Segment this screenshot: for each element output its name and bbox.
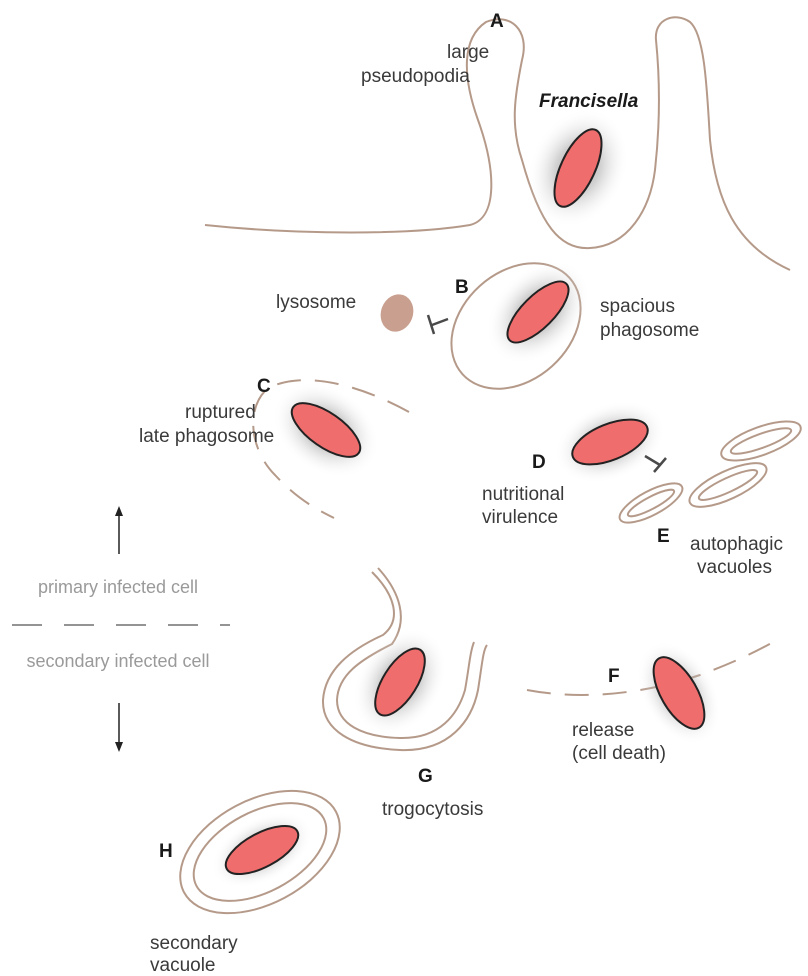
inhibition-marker-b: [428, 315, 448, 334]
stage-letter-c: C: [257, 376, 271, 397]
stage-letter-g: G: [418, 766, 433, 787]
inhibition-marker-d: [645, 456, 666, 472]
arrow-down-icon: [115, 742, 123, 752]
label-secondary-infected-cell: secondary infected cell: [26, 651, 209, 671]
pseudopodia-membrane: [205, 17, 790, 270]
label-large: large: [447, 42, 489, 63]
label-secondary: secondary: [150, 933, 238, 954]
label-lysosome: lysosome: [276, 292, 356, 313]
stage-letter-a: A: [490, 11, 504, 32]
stage-letter-f: F: [608, 666, 620, 687]
stage-b: B lysosome spacious phagosome: [276, 238, 699, 415]
stage-g: G trogocytosis: [323, 568, 487, 820]
label-primary-infected-cell: primary infected cell: [38, 577, 198, 597]
autophagic-vacuole-1: [717, 413, 806, 468]
lysosome: [375, 290, 418, 337]
label-pseudopodia: pseudopodia: [361, 66, 470, 87]
label-spacious: spacious: [600, 296, 675, 317]
stage-c: C ruptured late phagosome: [139, 362, 409, 518]
label-nutritional: nutritional: [482, 484, 564, 505]
label-virulence: virulence: [482, 507, 558, 528]
label-phagosome: phagosome: [600, 320, 699, 341]
stage-letter-b: B: [455, 277, 469, 298]
stage-f: F release (cell death): [527, 627, 780, 764]
stage-d: D nutritional virulence: [482, 385, 678, 528]
label-ruptured: ruptured: [185, 402, 256, 423]
stage-a: A large pseudopodia Francisella: [205, 11, 790, 270]
stage-letter-e: E: [657, 526, 670, 547]
label-late-phagosome: late phagosome: [139, 426, 274, 447]
label-vacuoles: vacuoles: [697, 557, 772, 578]
label-francisella: Francisella: [539, 91, 639, 112]
label-vacuole: vacuole: [150, 955, 216, 976]
autophagic-vacuole-2: [684, 455, 772, 516]
label-trogocytosis: trogocytosis: [382, 799, 483, 820]
arrow-up-icon: [115, 506, 123, 516]
stage-letter-h: H: [159, 841, 173, 862]
stage-h: H secondary vacuole: [150, 766, 360, 976]
label-release: release: [572, 720, 634, 741]
label-cell-death: (cell death): [572, 743, 666, 764]
autophagic-vacuole-3: [614, 476, 687, 530]
stage-letter-d: D: [532, 452, 546, 473]
cell-divider: primary infected cell secondary infected…: [12, 506, 230, 752]
label-autophagic: autophagic: [690, 534, 783, 555]
